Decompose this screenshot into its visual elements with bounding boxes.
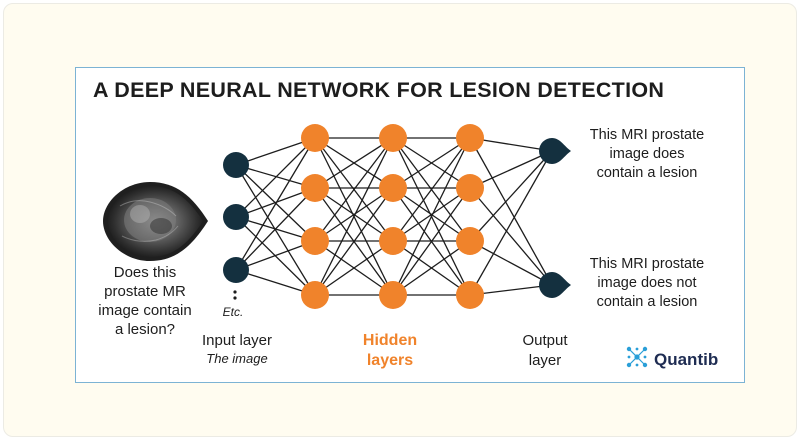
network-edge: [392, 137, 471, 189]
input-layer-label: Input layer: [201, 332, 273, 349]
brand-name: Quantib: [654, 349, 719, 369]
network-edge: [392, 187, 471, 296]
hidden-2-node-1: [379, 124, 407, 152]
output-2-text: This MRI prostate image does not contain…: [589, 256, 705, 310]
hidden-3-node-4: [456, 281, 484, 309]
hidden-2-node-3: [379, 227, 407, 255]
hidden-3-node-3: [456, 227, 484, 255]
input-node-3: [223, 257, 249, 283]
hidden-1-node-1: [301, 124, 329, 152]
network-edge: [469, 137, 553, 286]
output-node-2: [539, 272, 571, 298]
network-edge: [392, 187, 471, 242]
quantib-logo-icon: [626, 346, 648, 373]
network-edge: [392, 240, 471, 296]
network-edge: [235, 164, 316, 296]
network-edge: [235, 187, 316, 218]
question-text: Does this prostate MR image contain a le…: [98, 264, 192, 338]
network-edge: [314, 137, 394, 296]
hidden-1-node-3: [301, 227, 329, 255]
network-edge: [469, 150, 553, 242]
network-edge: [235, 137, 316, 271]
network-edge: [469, 150, 553, 189]
output-1-text: This MRI prostate image does contain a l…: [589, 127, 705, 181]
input-layer-sublabel: The image: [206, 351, 268, 366]
prostate-mri-scan-image: [103, 182, 208, 261]
hidden-1-node-4: [301, 281, 329, 309]
network-nodes: [223, 124, 571, 309]
diagram-title: A DEEP NEURAL NETWORK FOR LESION DETECTI…: [93, 78, 665, 102]
network-edge: [235, 240, 316, 271]
input-node-1: [223, 152, 249, 178]
network-edge: [314, 137, 394, 189]
output-node-1: [539, 138, 571, 164]
etc-label: Etc.: [222, 305, 244, 319]
more-inputs-ellipsis: [233, 290, 237, 300]
hidden-layers-label: Hidden layers: [362, 332, 418, 369]
network-edge: [314, 187, 394, 296]
hidden-2-node-2: [379, 174, 407, 202]
network-edge: [469, 150, 553, 296]
network-edge: [314, 187, 394, 242]
network-edge: [314, 137, 394, 242]
output-layer-label: Output layer: [522, 332, 568, 369]
network-edge: [392, 137, 471, 242]
hidden-3-node-1: [456, 124, 484, 152]
network-edges: [235, 137, 553, 296]
hidden-2-node-4: [379, 281, 407, 309]
hidden-3-node-2: [456, 174, 484, 202]
network-edge: [469, 240, 553, 286]
network-edge: [235, 137, 316, 218]
network-edge: [314, 240, 394, 296]
brand-logo: Quantib: [626, 346, 718, 373]
hidden-1-node-2: [301, 174, 329, 202]
network-edge: [392, 137, 471, 296]
network-edge: [235, 187, 316, 271]
input-node-2: [223, 204, 249, 230]
network-edge: [469, 187, 553, 286]
